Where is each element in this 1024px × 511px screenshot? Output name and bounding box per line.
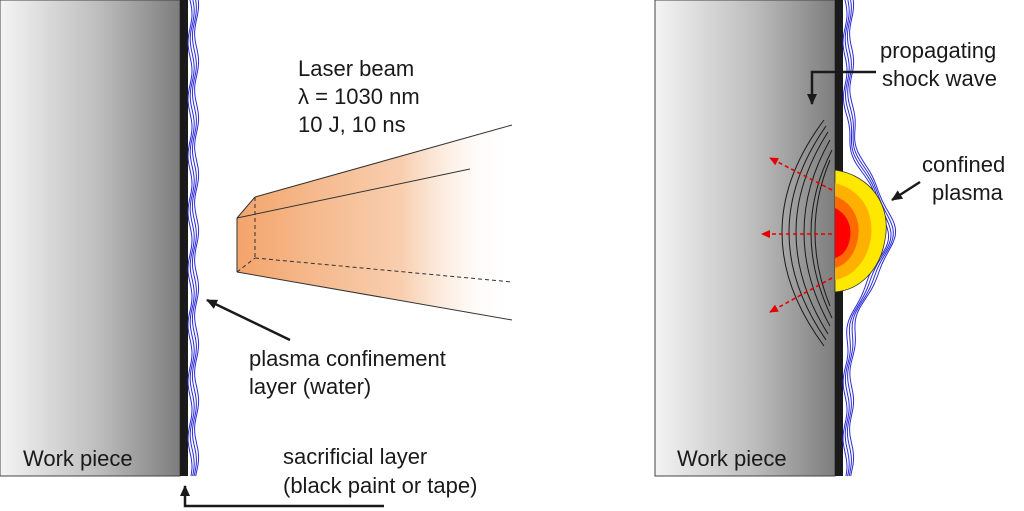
sacrificial-label-line1: sacrificial layer	[283, 444, 427, 469]
confinement-arrow	[206, 298, 291, 342]
plasma-label-line1: confined	[922, 152, 1005, 177]
plasma-arrow	[891, 180, 921, 202]
shock-wave-arrow	[807, 70, 876, 105]
water-line	[191, 0, 197, 477]
left-panel: Laser beam λ = 1030 nm 10 J, 10 ns plasm…	[0, 0, 513, 508]
sacrificial-arrow	[180, 485, 384, 508]
water-line	[842, 0, 890, 477]
laser-label-line2: λ = 1030 nm	[298, 84, 420, 109]
water-line	[194, 0, 200, 477]
left-workpiece	[0, 0, 181, 477]
water-line	[844, 0, 892, 477]
right-workpiece	[654, 0, 836, 477]
left-workpiece-label: Work piece	[23, 446, 133, 471]
right-panel: propagating shock wave confined plasma W…	[654, 0, 1005, 477]
shock-label-line1: propagating	[880, 38, 996, 63]
left-sacrificial-layer	[180, 0, 188, 476]
shock-label-line2: shock wave	[882, 66, 997, 91]
left-water-layer	[187, 0, 200, 477]
plasma-label-line2: plasma	[932, 180, 1004, 205]
confinement-label-line2: layer (water)	[249, 374, 371, 399]
shock-wave-arcs	[781, 119, 833, 347]
laser-beam	[236, 124, 513, 321]
confinement-label-line1: plasma confinement	[249, 346, 446, 371]
laser-label-line3: 10 J, 10 ns	[298, 112, 406, 137]
right-water-layer	[842, 0, 897, 477]
confined-plasma	[834, 169, 887, 293]
sacrificial-label-line2: (black paint or tape)	[283, 473, 477, 498]
water-line	[187, 0, 193, 477]
shock-direction-arrows	[761, 157, 833, 313]
water-line	[189, 0, 195, 477]
right-workpiece-label: Work piece	[677, 446, 787, 471]
water-line	[846, 0, 894, 477]
laser-label-line1: Laser beam	[298, 56, 414, 81]
water-line	[849, 0, 897, 477]
